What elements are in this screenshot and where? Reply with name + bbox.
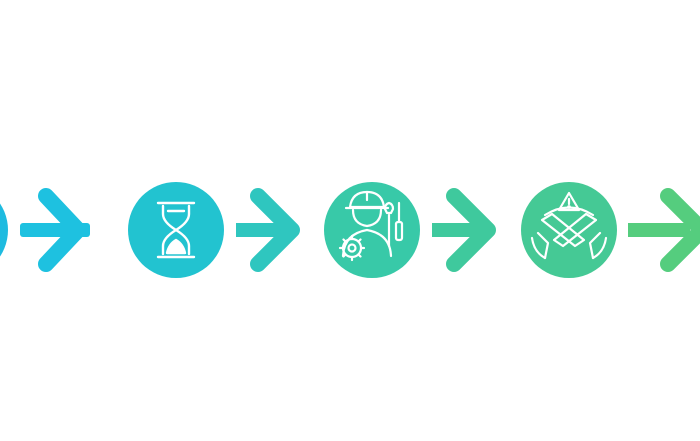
arrow-right-icon (628, 188, 700, 272)
arrow-2 (236, 188, 300, 272)
step-4 (521, 182, 617, 278)
arrow-3 (432, 188, 496, 272)
step-2 (128, 182, 224, 278)
arrow-1 (20, 188, 90, 272)
engineer-tools-icon (338, 190, 404, 262)
step-1 (0, 203, 8, 257)
step-3 (324, 182, 420, 278)
hourglass-icon (156, 201, 196, 259)
step-4-circle (521, 182, 617, 278)
step-3-circle (324, 182, 420, 278)
arrow-right-icon (236, 188, 300, 272)
arrow-right-icon (432, 188, 496, 272)
arrow-right-icon (20, 188, 90, 272)
step-1-circle (0, 203, 8, 257)
arrow-4 (628, 188, 700, 272)
handshake-warning-icon (530, 191, 608, 260)
